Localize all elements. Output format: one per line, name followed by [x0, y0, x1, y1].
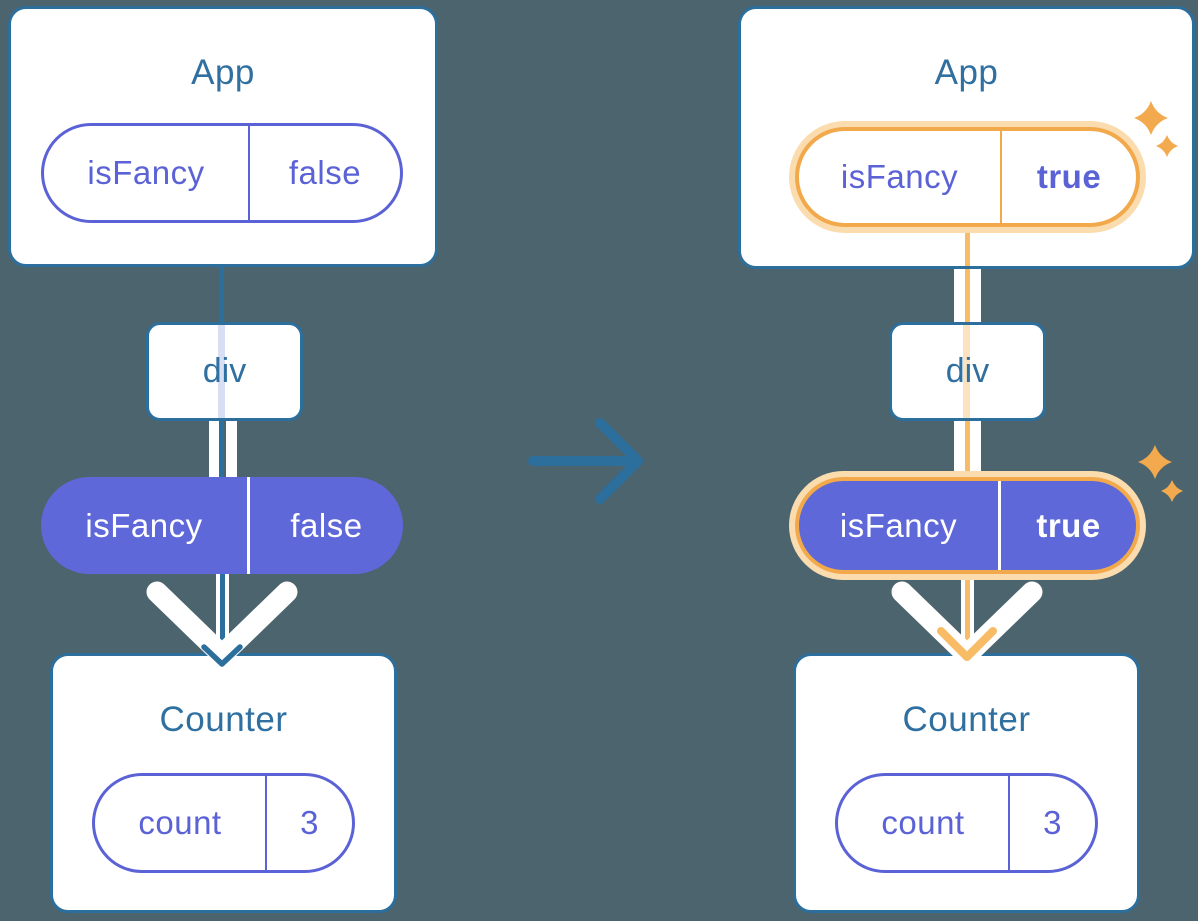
state-key: count	[881, 804, 965, 841]
div-label: div	[945, 352, 990, 390]
tree-edge-context-counter-after	[965, 578, 970, 650]
pill-divider	[1008, 776, 1010, 870]
context-flow-line	[970, 418, 981, 474]
div-node-before: div	[146, 322, 303, 421]
pill-divider	[998, 481, 1001, 570]
prop-key: isFancy	[87, 154, 205, 191]
context-flow-line	[209, 418, 220, 480]
component-title: App	[934, 53, 999, 92]
prop-value: true	[1036, 158, 1102, 195]
context-pill-before: isFancy false	[41, 477, 403, 574]
prop-value: false	[288, 154, 362, 191]
context-flow-line	[954, 418, 965, 474]
context-value: true	[1036, 506, 1101, 544]
tree-edge-div-context-before	[219, 418, 224, 480]
state-pill-count-after: count 3	[835, 773, 1098, 873]
context-key: isFancy	[85, 506, 203, 544]
state-value: 3	[1043, 804, 1062, 841]
pill-divider	[247, 477, 250, 574]
state-value: 3	[300, 804, 319, 841]
context-pill-after: isFancy true	[795, 477, 1140, 574]
counter-card-after: Counter count 3	[793, 653, 1140, 913]
tree-edge-pill-card-after	[965, 233, 970, 266]
div-node-after: div	[889, 322, 1046, 421]
pill-divider	[1000, 131, 1002, 223]
context-flow-line	[954, 266, 965, 324]
prop-pill-isfancy-before: isFancy false	[41, 123, 403, 223]
tree-edge-context-counter-before	[220, 570, 225, 650]
app-card-before: App isFancy false	[8, 6, 438, 267]
tree-edge-div-context-after	[965, 418, 970, 476]
context-flow-line	[970, 266, 981, 324]
state-pill-count-before: count 3	[92, 773, 355, 873]
context-flow-line	[226, 418, 237, 480]
tree-edge-app-div-before	[219, 264, 224, 324]
tree-edge-app-div-after	[965, 263, 970, 324]
prop-pill-isfancy-after: isFancy true	[795, 127, 1140, 227]
context-value: false	[290, 506, 363, 544]
div-label: div	[202, 352, 247, 390]
component-title: App	[191, 53, 255, 92]
pill-divider	[265, 776, 267, 870]
counter-card-before: Counter count 3	[50, 653, 397, 913]
state-key: count	[138, 804, 222, 841]
sparkle-icon	[1161, 480, 1183, 502]
prop-key: isFancy	[840, 158, 959, 195]
component-title: Counter	[159, 700, 288, 739]
component-title: Counter	[902, 700, 1031, 739]
transition-arrow-icon	[528, 418, 643, 504]
context-key: isFancy	[839, 506, 958, 544]
context-stripe	[963, 325, 970, 418]
sparkle-icon	[1138, 445, 1172, 479]
app-card-after: App isFancy true	[738, 6, 1195, 269]
context-stripe	[218, 325, 225, 418]
pill-divider	[248, 126, 250, 220]
